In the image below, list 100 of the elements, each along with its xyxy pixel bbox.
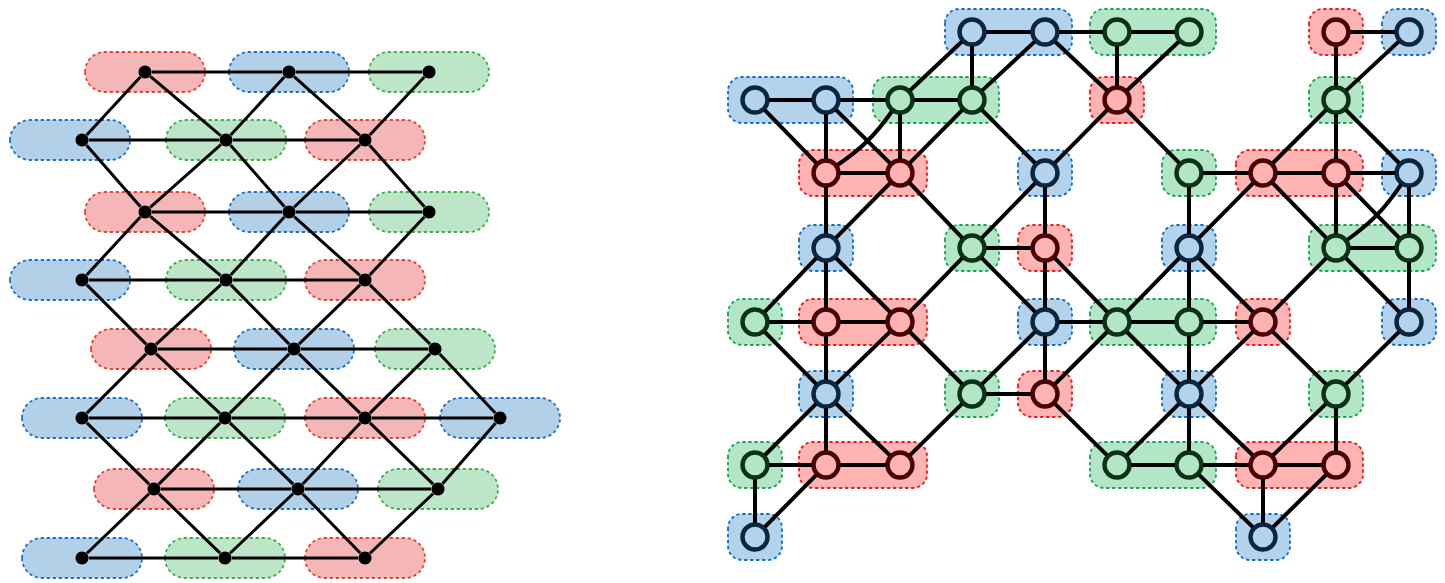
graph-edge [1059, 30, 1103, 34]
graph-edge [155, 352, 221, 415]
graph-edge [1197, 473, 1255, 529]
vertex-circle [1394, 17, 1424, 47]
graph-edge [1197, 181, 1255, 240]
graph-edge [980, 256, 1037, 314]
graph-edge [229, 492, 295, 555]
graph-edge [1125, 40, 1181, 92]
vertex-circle [1248, 158, 1278, 188]
graph-edge [1125, 402, 1181, 457]
vertex-circle [811, 233, 841, 263]
vertex-circle [957, 85, 987, 115]
graph-edge [1187, 336, 1191, 380]
graph-edge [368, 216, 426, 276]
graph-edge [88, 416, 219, 420]
vertex-circle [811, 307, 841, 337]
graph-edge [1271, 402, 1328, 457]
vertex-circle [1394, 307, 1424, 337]
graph-edge [229, 216, 286, 276]
graph-edge [1271, 256, 1328, 314]
graph-edge [293, 75, 361, 137]
graph-edge [824, 187, 828, 234]
vertex-circle [811, 158, 841, 188]
graph-edge [1059, 320, 1103, 324]
graph-edge [1350, 30, 1395, 34]
graph-edge [151, 210, 283, 214]
graph-edge [1203, 463, 1249, 467]
graph-edge [908, 330, 964, 386]
graph-edge [1053, 108, 1109, 165]
graph-edge [1203, 320, 1249, 324]
graph-edge [1277, 463, 1322, 467]
vertex-circle [1102, 450, 1132, 480]
graph-edge [85, 144, 142, 208]
graph-edge [1344, 256, 1401, 314]
graph-edge [368, 76, 426, 136]
graph-edge [824, 408, 828, 451]
graph-edge [85, 76, 142, 136]
graph-edge [229, 283, 291, 346]
graph-edge [1131, 463, 1175, 467]
vertex-circle [740, 450, 770, 480]
graph-edge [88, 138, 220, 142]
vertex-circle [1174, 307, 1204, 337]
vertex-circle [1321, 233, 1351, 263]
graph-edge [1334, 114, 1338, 159]
graph-edge [1271, 181, 1328, 240]
graph-edge [1350, 171, 1395, 175]
graph-edge [1203, 171, 1249, 175]
vertex-circle [1102, 307, 1132, 337]
graph-edge [1053, 256, 1109, 314]
graph-edge [232, 278, 359, 282]
graph-edge [1344, 40, 1401, 92]
graph-edge [1043, 262, 1047, 308]
graph-edge [908, 40, 964, 92]
graph-edge [301, 492, 362, 555]
graph-edge [763, 256, 818, 314]
graph-edge [908, 108, 964, 165]
graph-edge [368, 144, 426, 208]
graph-edge [1187, 187, 1191, 234]
graph-edge [85, 216, 142, 276]
graph-edge [368, 421, 435, 486]
vertex-circle [1174, 379, 1204, 409]
graph-edge [769, 320, 812, 324]
graph-edge [840, 98, 886, 102]
graph-edge [1131, 320, 1175, 324]
graph-edge [1197, 402, 1255, 457]
vertex-circle [1174, 450, 1204, 480]
graph-edge [1125, 256, 1181, 314]
graph-edge [1115, 46, 1119, 86]
graph-edge [1334, 408, 1338, 451]
graph-edge [834, 330, 892, 386]
graph-edge [228, 352, 291, 415]
graph-edge [293, 143, 362, 209]
graph-edge [231, 556, 359, 560]
vertex-circle [1102, 17, 1132, 47]
vertex-circle [1321, 379, 1351, 409]
graph-edge [769, 463, 812, 467]
graph-edge [763, 330, 818, 386]
graph-edge [840, 320, 886, 324]
graph-edge [1187, 262, 1191, 308]
vertex-circle [811, 450, 841, 480]
vertex-circle [885, 158, 915, 188]
vertex-circle [1030, 17, 1060, 47]
graph-edge [980, 108, 1037, 165]
graph-edge [1125, 330, 1181, 386]
graph-edge [986, 246, 1031, 250]
graph-edge [1344, 330, 1401, 386]
graph-edge [1407, 187, 1411, 234]
graph-edge [88, 278, 220, 282]
graph-edge [840, 171, 886, 175]
graph-edge [368, 352, 432, 415]
graph-edge [301, 421, 362, 485]
vertex-circle [1394, 233, 1424, 263]
vertex-circle [1321, 450, 1351, 480]
graph-edge [304, 487, 432, 491]
graph-edge [898, 114, 902, 159]
graph-edge [229, 144, 286, 208]
vertex-circle [740, 522, 770, 552]
vertex-circle [1248, 522, 1278, 552]
graph-edge [85, 492, 151, 555]
graph-edge [763, 108, 818, 165]
